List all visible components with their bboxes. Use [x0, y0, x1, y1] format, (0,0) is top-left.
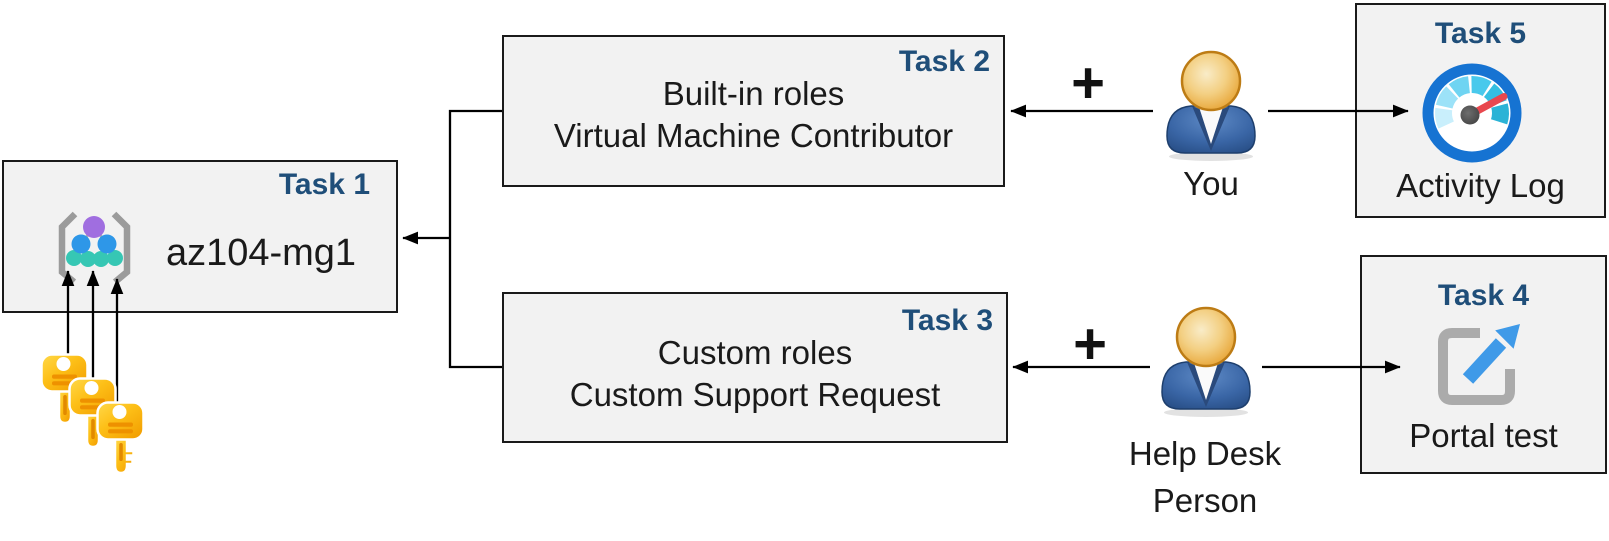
task5-badge: Task 5: [1434, 17, 1527, 50]
management-group-icon: [58, 211, 131, 285]
helpdesk-label-line2: Person: [1152, 482, 1258, 519]
task2-box: Task 2 Built-in roles Virtual Machine Co…: [502, 35, 1005, 187]
helpdesk-person-icon: [1156, 306, 1256, 418]
task4-caption: Portal test: [1409, 417, 1558, 454]
task1-badge: Task 1: [278, 168, 370, 201]
task2-badge: Task 2: [898, 45, 990, 78]
task5-box: Task 5 Activity Log: [1355, 3, 1606, 218]
task3-text: Custom roles Custom Support Request: [504, 332, 1006, 416]
task1-box: Task 1 az104-mg1: [2, 160, 398, 313]
you-person-icon: [1161, 50, 1261, 162]
task3-line1: Custom roles: [657, 334, 853, 371]
task2-line1: Built-in roles: [662, 75, 845, 112]
plus-sign-top: +: [1071, 50, 1105, 116]
helpdesk-label-line1: Help Desk: [1128, 435, 1282, 472]
activity-log-gauge-icon: [1422, 63, 1522, 163]
helpdesk-label: Help Desk Person: [1105, 430, 1305, 524]
task3-line2: Custom Support Request: [569, 376, 941, 413]
task4-box: Task 4 Portal test: [1360, 255, 1607, 474]
task3-badge: Task 3: [901, 304, 993, 337]
task2-line2: Virtual Machine Contributor: [553, 117, 954, 154]
task3-box: Task 3 Custom roles Custom Support Reque…: [502, 292, 1008, 443]
task4-badge: Task 4: [1437, 279, 1530, 312]
task1-title: az104-mg1: [165, 232, 357, 274]
you-label: You: [1183, 165, 1239, 202]
external-link-icon: [1438, 324, 1520, 405]
plus-sign-bottom: +: [1073, 311, 1107, 377]
task2-text: Built-in roles Virtual Machine Contribut…: [504, 73, 1003, 157]
keys-icon: [40, 353, 145, 475]
task5-caption: Activity Log: [1396, 167, 1565, 204]
